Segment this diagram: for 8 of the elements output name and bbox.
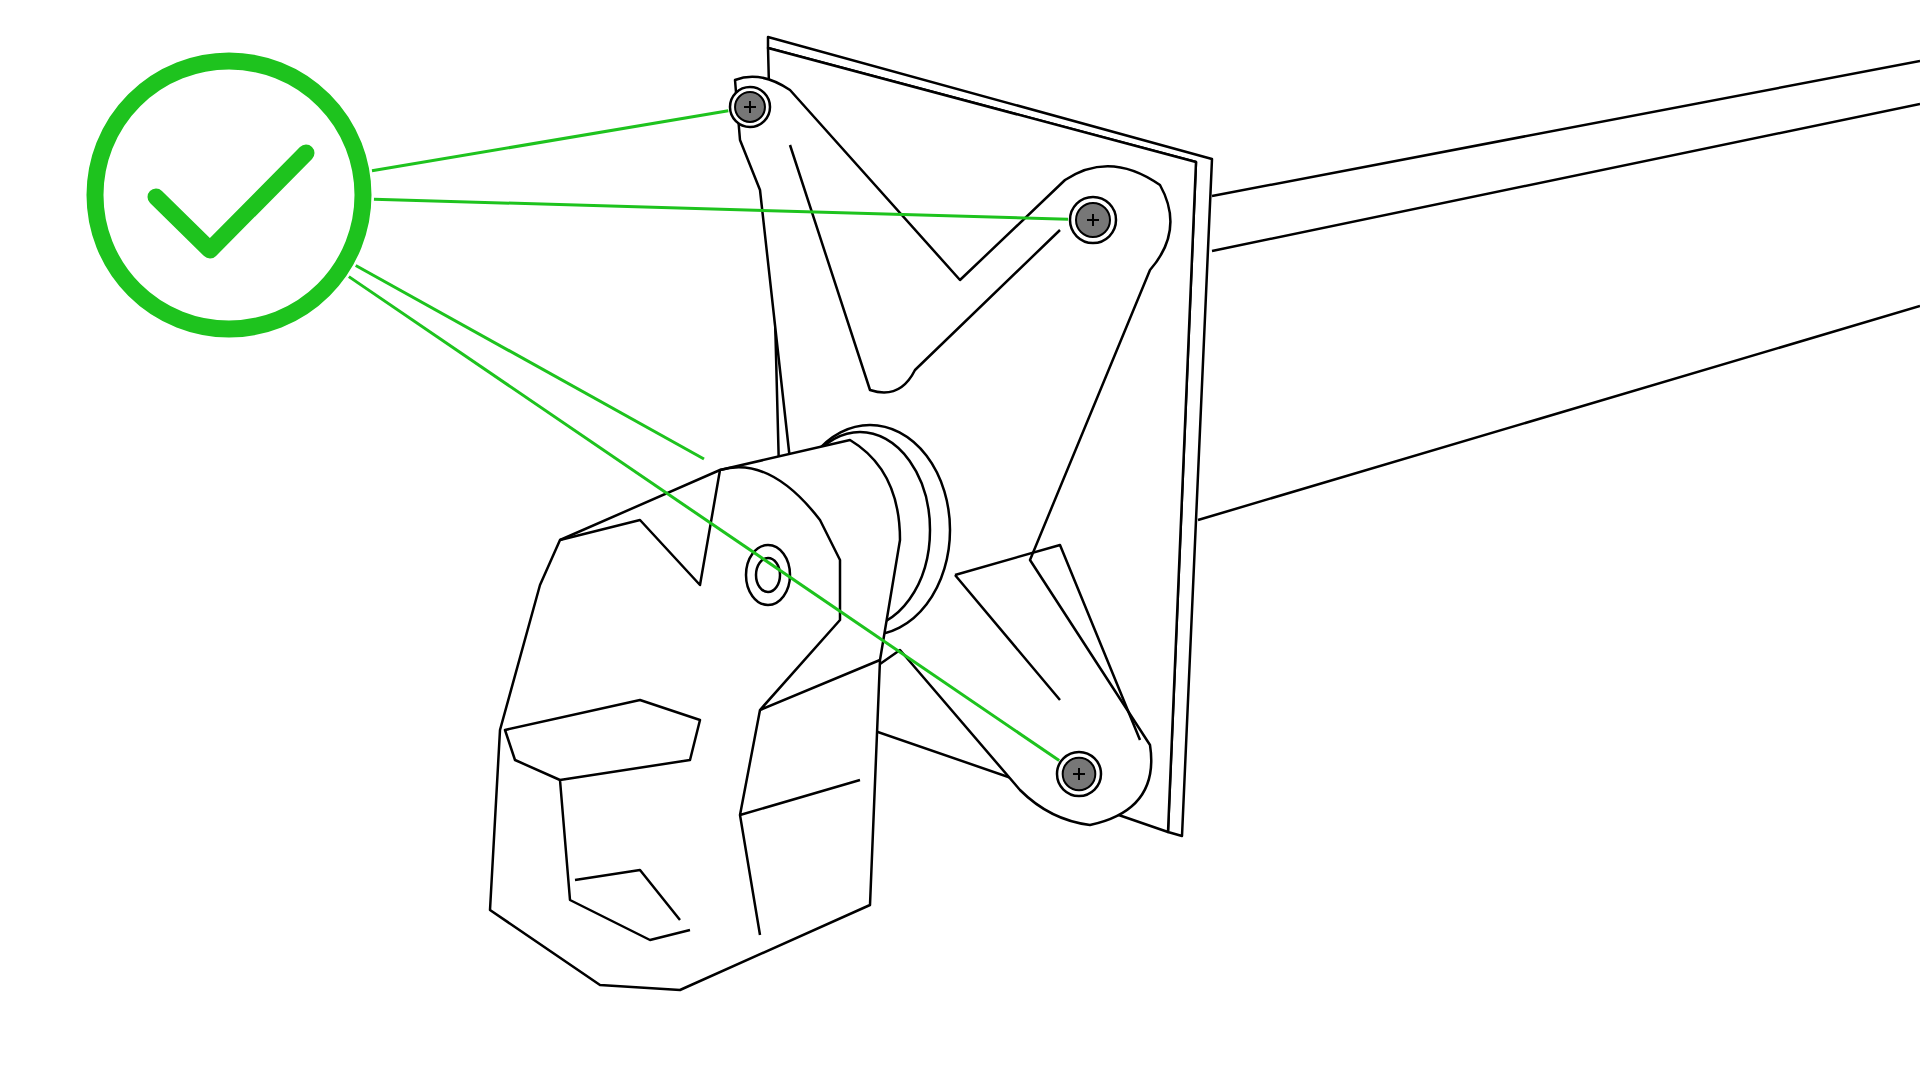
screw-head [1055, 750, 1103, 798]
leader-line [373, 197, 1069, 221]
leader-line [371, 109, 729, 173]
leader-line [355, 264, 705, 461]
screw-head [1068, 195, 1118, 245]
leader-line [348, 275, 1060, 762]
screw-head [728, 85, 772, 129]
check-mark-icon [84, 50, 374, 340]
